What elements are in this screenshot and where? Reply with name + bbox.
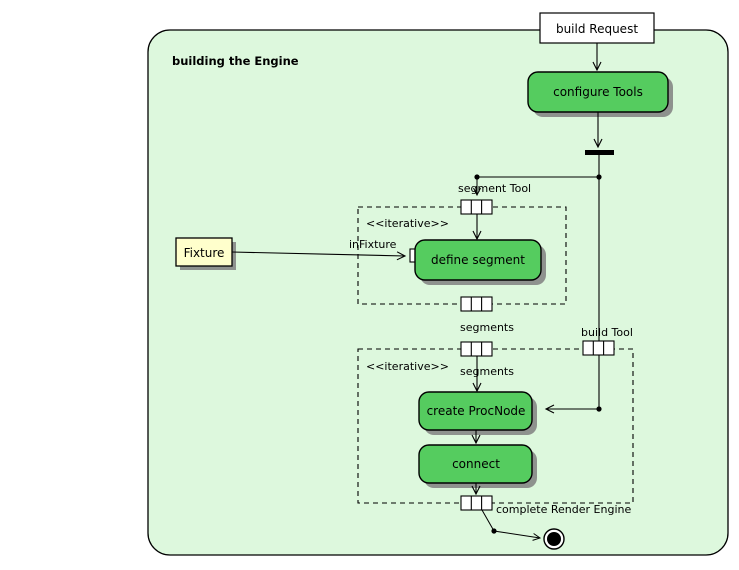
fork-bar	[585, 150, 614, 155]
label-in-fixture: inFixture	[349, 238, 397, 251]
define-segment-box[interactable]	[414, 239, 542, 281]
label-segment-tool: segment Tool	[458, 182, 531, 195]
node-final[interactable]	[543, 528, 565, 550]
node-connect[interactable]: connect	[418, 444, 537, 488]
expansion-pin-build-tool[interactable]	[582, 340, 615, 356]
configure-tools-label: configure Tools	[553, 85, 643, 99]
junction-dot-buildtool	[596, 406, 602, 412]
expansion-pin-segment-tool-box[interactable]	[460, 199, 493, 215]
expansion-pin-segments-in[interactable]	[460, 341, 493, 357]
expansion-pin-segments-in-box[interactable]	[460, 341, 493, 357]
partition-building-the-engine: building the Engine	[147, 29, 729, 556]
expansion-pin-segment-tool[interactable]	[460, 199, 493, 215]
expansion-region-procnode: <<iterative>>	[357, 348, 634, 504]
expansion-pin-build-tool-box[interactable]	[582, 340, 615, 356]
junction-dot-complete	[491, 528, 497, 534]
edge-fixture-to-definesegment	[231, 251, 407, 261]
region-procnode-stereotype: <<iterative>>	[366, 360, 449, 373]
label-complete-render-engine: complete Render Engine	[496, 503, 631, 516]
define-segment-label: define segment	[431, 253, 525, 267]
expansion-pin-segments-out[interactable]	[460, 296, 493, 312]
create-procnode-label: create ProcNode	[427, 404, 526, 418]
expansion-pin-complete-box[interactable]	[460, 495, 493, 511]
fixture-box[interactable]	[175, 237, 233, 267]
label-segments-in: segments	[460, 365, 514, 378]
label-build-tool: build Tool	[581, 326, 633, 339]
expansion-pin-complete-render-engine[interactable]	[460, 495, 493, 511]
node-define-segment[interactable]: define segment	[414, 239, 546, 285]
region-procnode-border	[357, 348, 634, 504]
partition-title: building the Engine	[172, 54, 299, 68]
node-fixture[interactable]: Fixture	[175, 237, 236, 270]
node-create-procnode[interactable]: create ProcNode	[418, 391, 537, 435]
junction-dot-segmenttool	[596, 174, 602, 180]
build-request-label: build Request	[556, 22, 638, 36]
partition-frame	[147, 29, 729, 556]
node-build-request[interactable]: build Request	[539, 12, 655, 44]
node-configure-tools[interactable]: configure Tools	[527, 71, 673, 117]
final-node-core	[547, 532, 561, 546]
connect-label: connect	[452, 457, 500, 471]
label-segments-out: segments	[460, 321, 514, 334]
build-request-box[interactable]	[539, 12, 655, 44]
expansion-pin-segments-out-box[interactable]	[460, 296, 493, 312]
fixture-label: Fixture	[184, 246, 225, 260]
region-segment-stereotype: <<iterative>>	[366, 217, 449, 230]
